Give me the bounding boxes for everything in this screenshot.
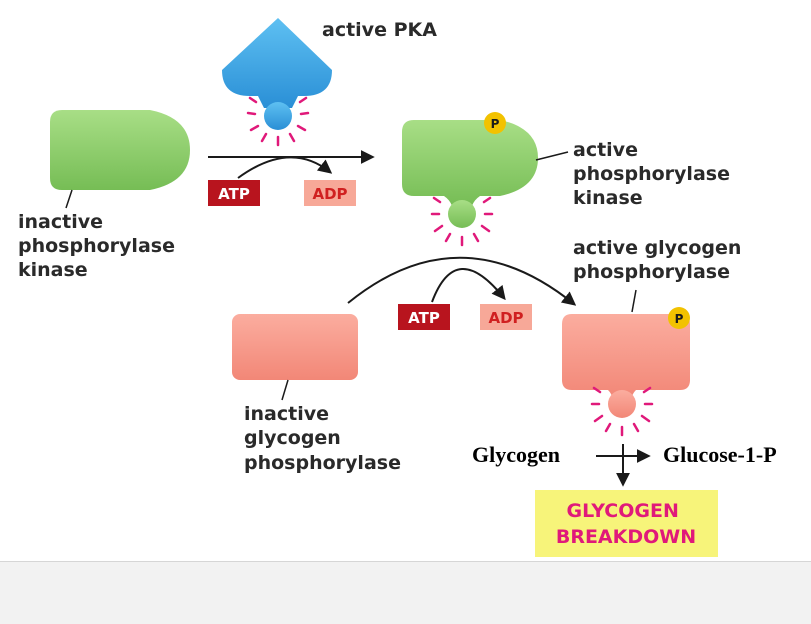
- activation-glow: [246, 96, 310, 147]
- atp-to-adp-arrow-1: [237, 156, 333, 179]
- active-glycogen-phosphorylase: [562, 314, 690, 437]
- svg-text:ATP: ATP: [218, 185, 250, 203]
- adp-tag-2: ADP: [480, 304, 532, 330]
- svg-text:P: P: [675, 312, 684, 326]
- active-phosphorylase-label: active glycogen phosphorylase: [573, 237, 748, 283]
- atp-tag-1: ATP: [208, 180, 260, 206]
- phosphate-badge-1: P: [484, 112, 506, 134]
- active-kinase-label: active phosphorylase kinase: [573, 139, 737, 209]
- activation-glow: [430, 196, 494, 247]
- footer-bar: [0, 561, 811, 624]
- active-phosphorylase-kinase: [402, 120, 538, 247]
- active-pka: [222, 18, 332, 147]
- atp-tag-2: ATP: [398, 304, 450, 330]
- inactive-kinase-label: inactive phosphorylase kinase: [18, 211, 182, 281]
- inactive-kinase-pointer: [65, 189, 73, 209]
- svg-text:P: P: [491, 117, 500, 131]
- glycogen-breakdown-box: GLYCOGEN BREAKDOWN: [535, 490, 718, 557]
- reaction-product: Glucose-1-P: [663, 442, 777, 467]
- reaction-substrate: Glycogen: [472, 442, 560, 467]
- inactive-phosphorylase-pointer: [281, 379, 289, 401]
- inactive-phosphorylase-label: inactive glycogen phosphorylase: [244, 403, 401, 474]
- activation-glow: [590, 386, 654, 437]
- inactive-glycogen-phosphorylase: [232, 314, 358, 380]
- inactive-phosphorylase-kinase: [50, 110, 190, 190]
- svg-text:ADP: ADP: [312, 185, 347, 203]
- phosphate-badge-2: P: [668, 307, 690, 329]
- active-phosphorylase-pointer: [631, 289, 637, 313]
- outcome-label: GLYCOGEN BREAKDOWN: [556, 500, 696, 548]
- svg-text:ADP: ADP: [488, 309, 523, 327]
- svg-text:ATP: ATP: [408, 309, 440, 327]
- adp-tag-1: ADP: [304, 180, 356, 206]
- active-pka-label: active PKA: [322, 19, 437, 41]
- atp-to-adp-arrow-2: [431, 268, 506, 303]
- activation-arrow-2: [347, 256, 577, 306]
- active-kinase-pointer: [535, 151, 569, 161]
